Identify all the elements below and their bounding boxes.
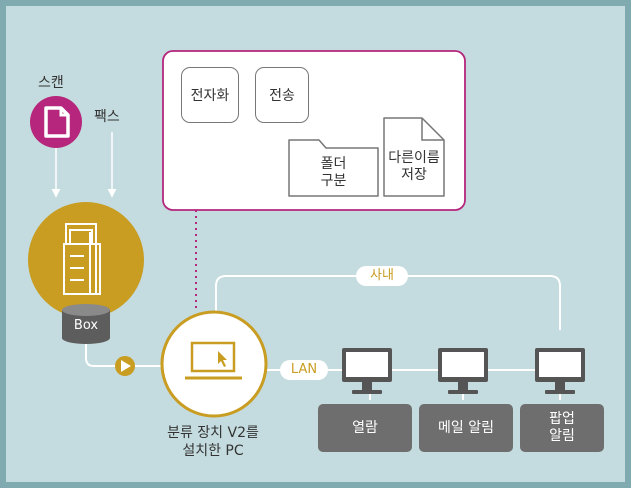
mail-notify-button-label: 메일 알림 xyxy=(438,419,494,436)
digitize-box: 전자화 xyxy=(181,67,239,123)
multifunction-printer-icon xyxy=(28,202,144,318)
database-cylinder-icon xyxy=(62,304,110,344)
lan-tag: LAN xyxy=(280,360,328,380)
rename-label: 다른이름 저장 xyxy=(384,150,444,184)
view-button-label: 열람 xyxy=(352,419,378,436)
view-button[interactable]: 열람 xyxy=(318,404,412,452)
fax-label: 팩스 xyxy=(94,109,120,125)
folder-icon xyxy=(288,139,379,197)
folder-label-line1: 폴더 xyxy=(320,156,347,172)
digitize-label: 전자화 xyxy=(190,88,230,104)
document-icon xyxy=(30,96,82,148)
scan-label: 스캔 xyxy=(38,75,64,91)
box-storage-label: Box xyxy=(73,318,99,333)
intranet-tag: 사내 xyxy=(356,266,408,286)
folder-label: 폴더 구분 xyxy=(289,156,378,190)
laptop-cursor-icon xyxy=(160,310,268,418)
rename-label-line2: 저장 xyxy=(401,167,427,183)
pc-label: 분류 장치 V2를 설치한 PC xyxy=(118,424,308,460)
mail-notify-button[interactable]: 메일 알림 xyxy=(419,404,513,452)
play-arrow-icon xyxy=(115,356,135,376)
popup-notify-line2: 알림 xyxy=(549,428,575,444)
transfer-box: 전송 xyxy=(255,67,309,123)
transfer-label: 전송 xyxy=(269,88,295,104)
rename-document-icon xyxy=(383,117,445,197)
pc-label-line2: 설치한 PC xyxy=(182,443,244,459)
rename-label-line1: 다른이름 xyxy=(388,150,440,166)
monitor-icon xyxy=(438,348,488,394)
device-to-pc-line xyxy=(85,338,166,367)
pc-label-line1: 분류 장치 V2를 xyxy=(167,425,259,441)
popup-notify-button[interactable]: 팝업 알림 xyxy=(520,404,604,452)
popup-notify-line1: 팝업 xyxy=(549,411,575,427)
folder-label-line2: 구분 xyxy=(320,173,347,189)
monitor-icon xyxy=(535,348,585,394)
monitor-icon xyxy=(342,348,392,394)
